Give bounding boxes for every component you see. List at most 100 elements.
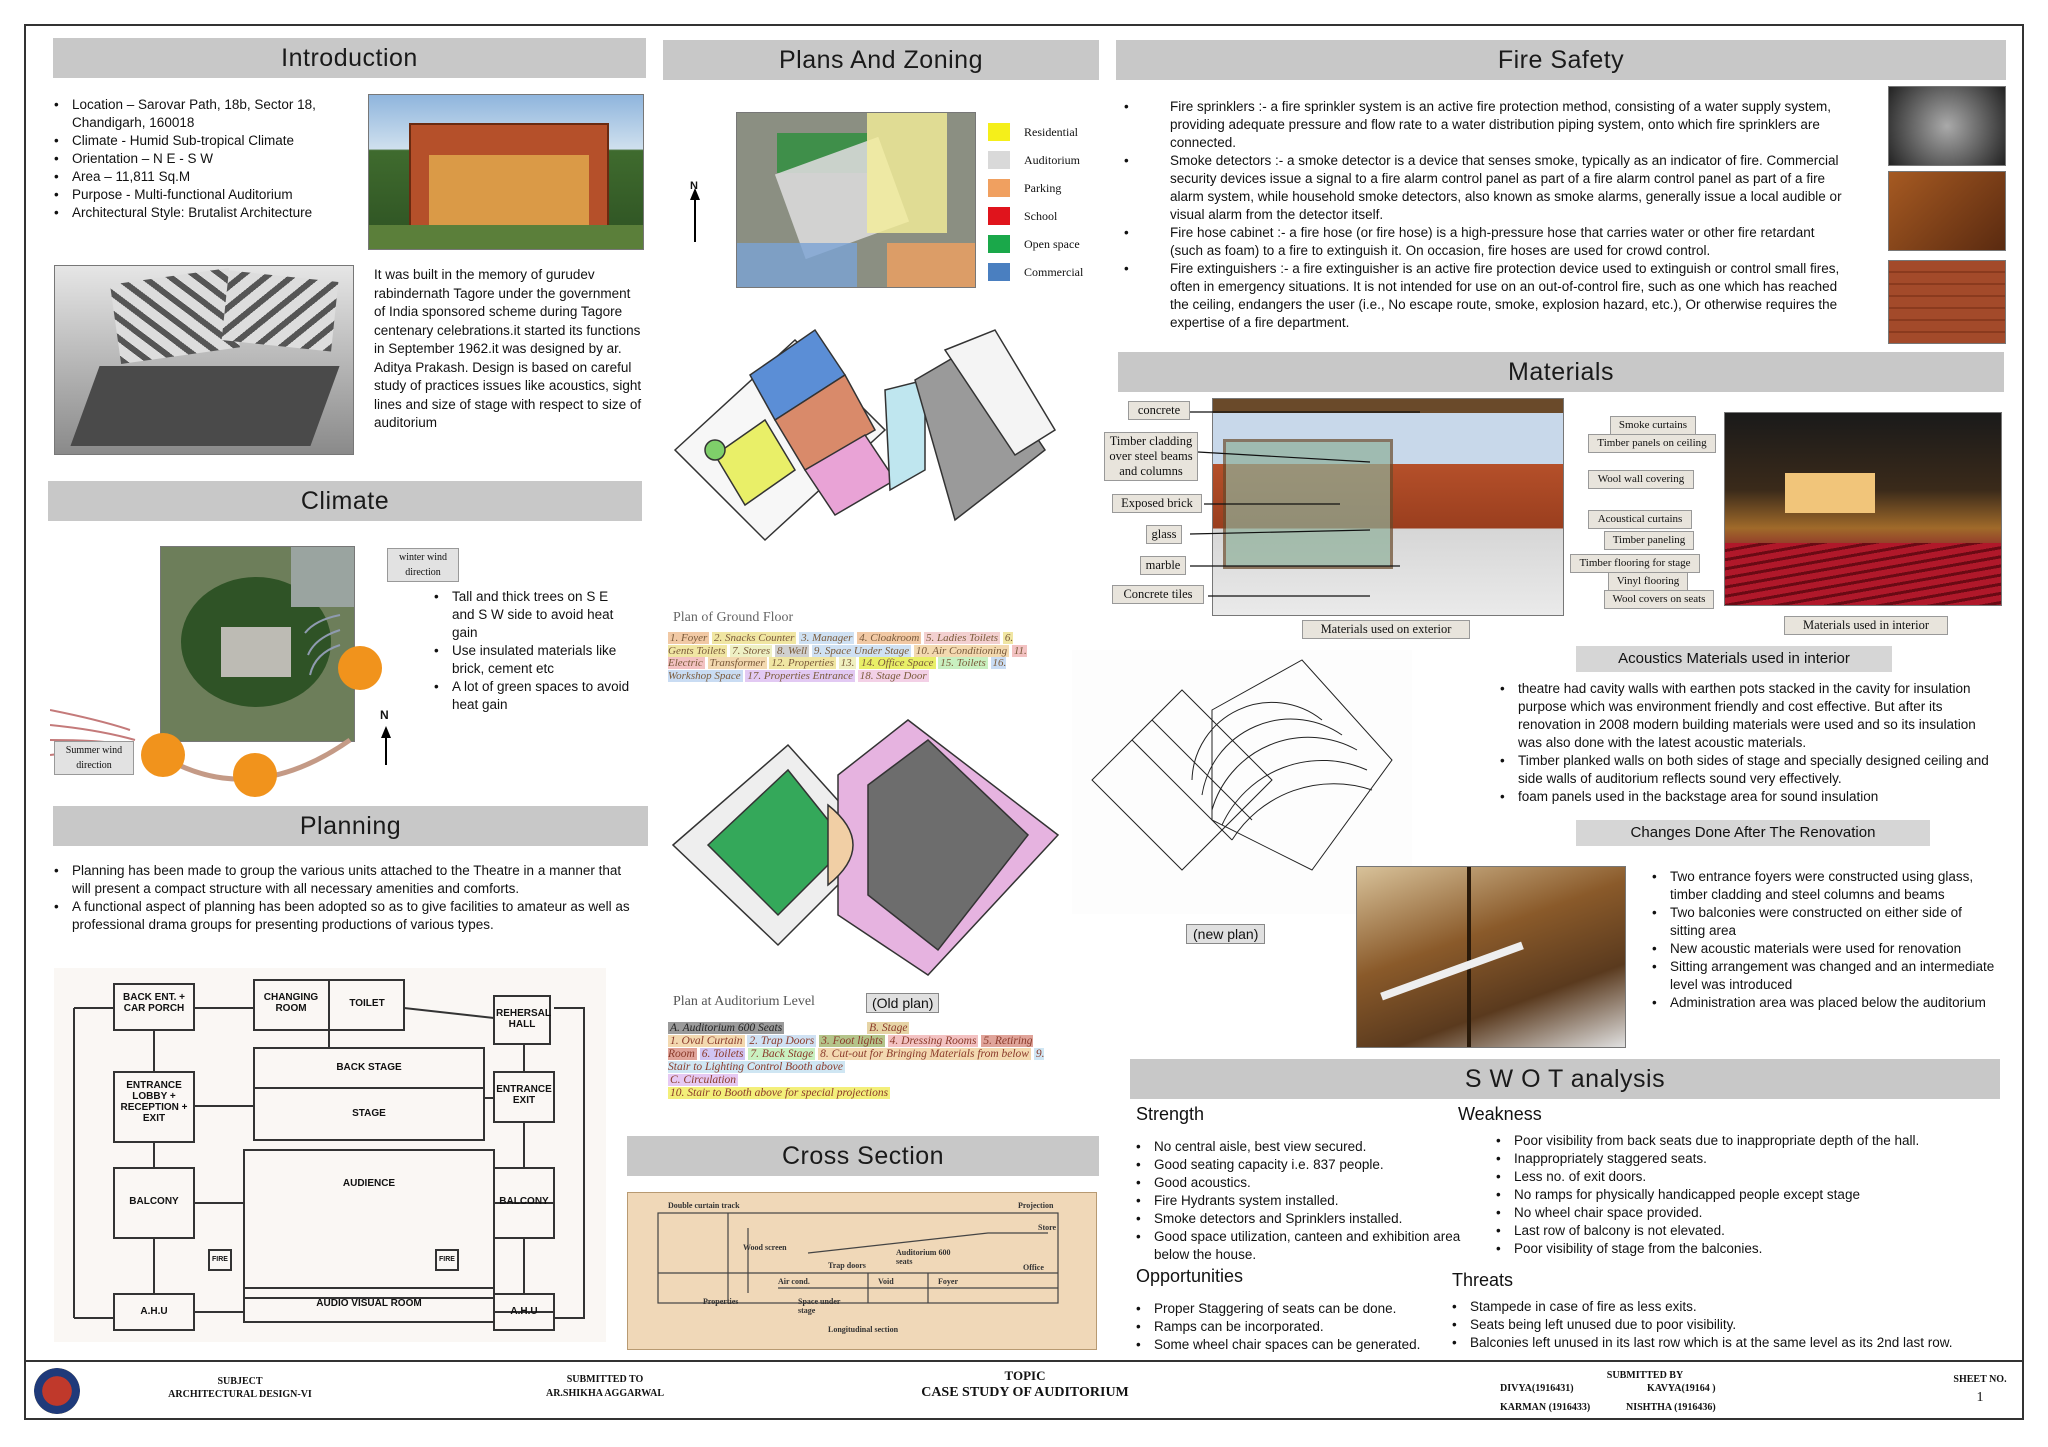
aud-key-item: 1. Oval Curtain xyxy=(668,1035,745,1047)
zoning-legend: Residential Auditorium Parking School Op… xyxy=(988,118,1098,286)
intro-bullet: Architectural Style: Brutalist Architect… xyxy=(50,204,350,222)
aud-key-item: 8. Cut-out for Bringing Materials from b… xyxy=(818,1048,1031,1060)
ground-plan-key: 1. Foyer 2. Snacks Counter 3. Manager 4.… xyxy=(668,632,1038,682)
exterior-leader-lines xyxy=(1190,411,1420,597)
acoustics-bullet: Timber planked walls on both sides of st… xyxy=(1496,752,2000,788)
ground-key-item: Transformer xyxy=(707,657,767,669)
diagram-fire-right: FIRE xyxy=(439,1256,455,1263)
exterior-tag: Exposed brick xyxy=(1112,494,1202,513)
diagram-entrance-lobby: ENTRANCE LOBBY + RECEPTION + EXIT xyxy=(120,1080,188,1124)
fire-bullet: Fire hose cabinet :- a fire hose (or fir… xyxy=(1120,224,1850,260)
new-plan-label: (new plan) xyxy=(1186,924,1266,944)
aud-plan-title: Plan at Auditorium Level xyxy=(673,994,815,1009)
legend-swatch xyxy=(988,151,1010,169)
ground-floor-plan xyxy=(673,328,1057,542)
new-plan-drawing xyxy=(1072,650,1412,914)
footer-subject: ARCHITECTURAL DESIGN-VI xyxy=(168,1389,312,1400)
xsec-label: Double curtain track xyxy=(668,1201,740,1210)
footer-topic-label: TOPIC xyxy=(1004,1368,1046,1383)
opportunity-item: Ramps can be incorporated. xyxy=(1132,1318,1488,1336)
footer-submitted-to-label: SUBMITTED TO xyxy=(566,1374,644,1385)
ground-key-item: 12. Properties xyxy=(769,657,836,669)
diagram-rehearsal: REHERSAL HALL xyxy=(496,1008,552,1030)
plans-header: Plans And Zoning xyxy=(663,40,1099,80)
aud-key-item: 3. Foot lights xyxy=(819,1035,885,1047)
swot-weakness-title: Weakness xyxy=(1458,1104,1542,1124)
weakness-item: Last row of balcony is not elevated. xyxy=(1492,1222,2002,1240)
ground-key-item: 14. Office Space xyxy=(859,657,936,669)
swot-weakness-list: Poor visibility from back seats due to i… xyxy=(1492,1132,2002,1258)
ground-key-item: 2. Snacks Counter xyxy=(712,632,797,644)
fire-header: Fire Safety xyxy=(1116,40,2006,80)
xsec-label: Trap doors xyxy=(828,1261,866,1270)
zoning-map xyxy=(736,112,976,288)
ground-key-item: 13. xyxy=(838,657,857,669)
old-plan-label: (Old plan) xyxy=(866,993,940,1013)
weakness-item: No ramps for physically handicapped peop… xyxy=(1492,1186,2002,1204)
sprinkler-photo xyxy=(1888,86,2006,166)
swot-threats-title: Threats xyxy=(1452,1270,1514,1290)
climate-bullet: Use insulated materials like brick, ceme… xyxy=(430,642,630,678)
strength-item: Smoke detectors and Sprinklers installed… xyxy=(1132,1210,1488,1228)
exterior-tag: concrete xyxy=(1128,401,1190,420)
cross-section-header: Cross Section xyxy=(627,1136,1099,1176)
diagram-balcony-right: BALCONY xyxy=(499,1196,549,1207)
intro-bullet: Climate - Humid Sub-tropical Climate xyxy=(50,132,350,150)
planning-bubble-diagram: BACK ENT. + CAR PORCH CHANGING ROOM TOIL… xyxy=(54,968,606,1342)
legend-item: Residential xyxy=(988,118,1098,146)
xsec-label: Space under stage xyxy=(798,1297,841,1315)
ground-plan-title: Plan of Ground Floor xyxy=(673,610,794,625)
swot-opportunities-title: Opportunities xyxy=(1136,1266,1244,1286)
diagram-fire-left: FIRE xyxy=(212,1256,228,1263)
acoustics-bullet: foam panels used in the backstage area f… xyxy=(1496,788,2000,806)
interior-tag: Smoke curtains xyxy=(1610,416,1696,435)
legend-item: Open space xyxy=(988,230,1098,258)
ground-key-item: 3. Manager xyxy=(799,632,855,644)
fire-bullet: Fire sprinklers :- a fire sprinkler syst… xyxy=(1120,98,1850,152)
fire-bullet: Fire extinguishers :- a fire extinguishe… xyxy=(1120,260,1850,332)
intro-bullet: Area – 11,811 Sq.M xyxy=(50,168,350,186)
planning-header: Planning xyxy=(53,806,648,846)
climate-bullet: Tall and thick trees on S E and S W side… xyxy=(430,588,630,642)
auditorium-level-plan xyxy=(671,719,1060,976)
climate-bullet: A lot of green spaces to avoid heat gain xyxy=(430,678,630,714)
diagram-toilet: TOILET xyxy=(349,998,385,1009)
legend-label: Commercial xyxy=(1024,264,1084,279)
footer-submitted-to: AR.SHIKHA AGGARWAL xyxy=(545,1388,664,1399)
climate-north-label: N xyxy=(380,708,389,722)
ground-key-item: 4. Cloakroom xyxy=(857,632,922,644)
weakness-item: No wheel chair space provided. xyxy=(1492,1204,2002,1222)
interior-tag: Wool covers on seats xyxy=(1604,590,1714,609)
weakness-item: Less no. of exit doors. xyxy=(1492,1168,2002,1186)
swot-threats-list: Stampede in case of fire as less exits. … xyxy=(1448,1298,2004,1352)
weakness-item: Poor visibility from back seats due to i… xyxy=(1492,1132,2002,1150)
xsec-label: Foyer xyxy=(938,1277,958,1286)
ground-key-item: 5. Ladies Toilets xyxy=(924,632,1001,644)
legend-label: Parking xyxy=(1024,180,1062,195)
legend-label: Auditorium xyxy=(1024,152,1080,167)
summer-wind-label: Summer wind direction xyxy=(54,741,134,775)
diagram-ahu-left: A.H.U xyxy=(140,1306,168,1317)
diagram-ahu-right: A.H.U xyxy=(510,1306,538,1317)
aud-key-item: B. Stage xyxy=(867,1022,910,1034)
aud-key-item: 4. Dressing Rooms xyxy=(887,1035,979,1047)
acoustics-bullet: theatre had cavity walls with earthen po… xyxy=(1496,680,2000,752)
weakness-item: Inappropriately staggered seats. xyxy=(1492,1150,2002,1168)
legend-item: Commercial xyxy=(988,258,1098,286)
xsec-label: Store xyxy=(1038,1223,1057,1232)
strength-item: Fire Hydrants system installed. xyxy=(1132,1192,1488,1210)
exterior-tag: marble xyxy=(1140,556,1186,575)
interior-tag: Vinyl flooring xyxy=(1608,572,1688,591)
strength-item: Good seating capacity i.e. 837 people. xyxy=(1132,1156,1488,1174)
footer-name: KARMAN (1916433) xyxy=(1500,1402,1591,1413)
interior-tag: Timber paneling xyxy=(1604,531,1694,550)
college-logo xyxy=(34,1368,80,1414)
legend-item: Parking xyxy=(988,174,1098,202)
intro-history-text: It was built in the memory of gurudev ra… xyxy=(374,267,642,430)
footer xyxy=(24,1360,2024,1420)
legend-label: School xyxy=(1024,208,1058,223)
sheet-border xyxy=(24,24,2024,1420)
xsec-label: Void xyxy=(878,1277,894,1286)
ground-key-item: 8. Well xyxy=(774,644,810,657)
materials-header: Materials xyxy=(1118,352,2004,392)
